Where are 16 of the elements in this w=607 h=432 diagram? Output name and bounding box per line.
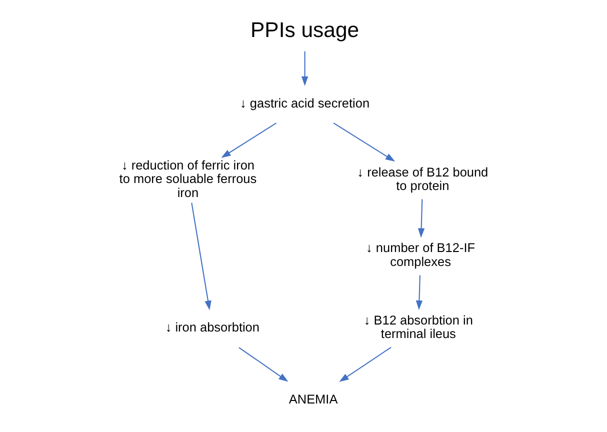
node-text: ↓ B12 absorbtion in terminal ileus [363, 312, 472, 342]
arrow [332, 122, 395, 162]
node-text: ↓ number of B12-IF complexes [366, 240, 475, 270]
node-text: ↓ release of B12 bound to protein [356, 164, 488, 194]
arrow [220, 122, 276, 158]
node-text: ↓ gastric acid secretion [240, 95, 370, 110]
arrow [338, 346, 391, 382]
arrow [190, 202, 211, 310]
arrow [415, 275, 422, 310]
arrow [417, 199, 424, 238]
node-text: ANEMIA [288, 392, 338, 407]
node-text: ↓ reduction of ferric iron to more soluable ferrous iron [118, 157, 256, 200]
node-text: PPIs usage [250, 19, 359, 42]
arrow [300, 51, 308, 86]
arrow [238, 347, 288, 382]
node-text: ↓ iron absorbtion [164, 319, 259, 334]
